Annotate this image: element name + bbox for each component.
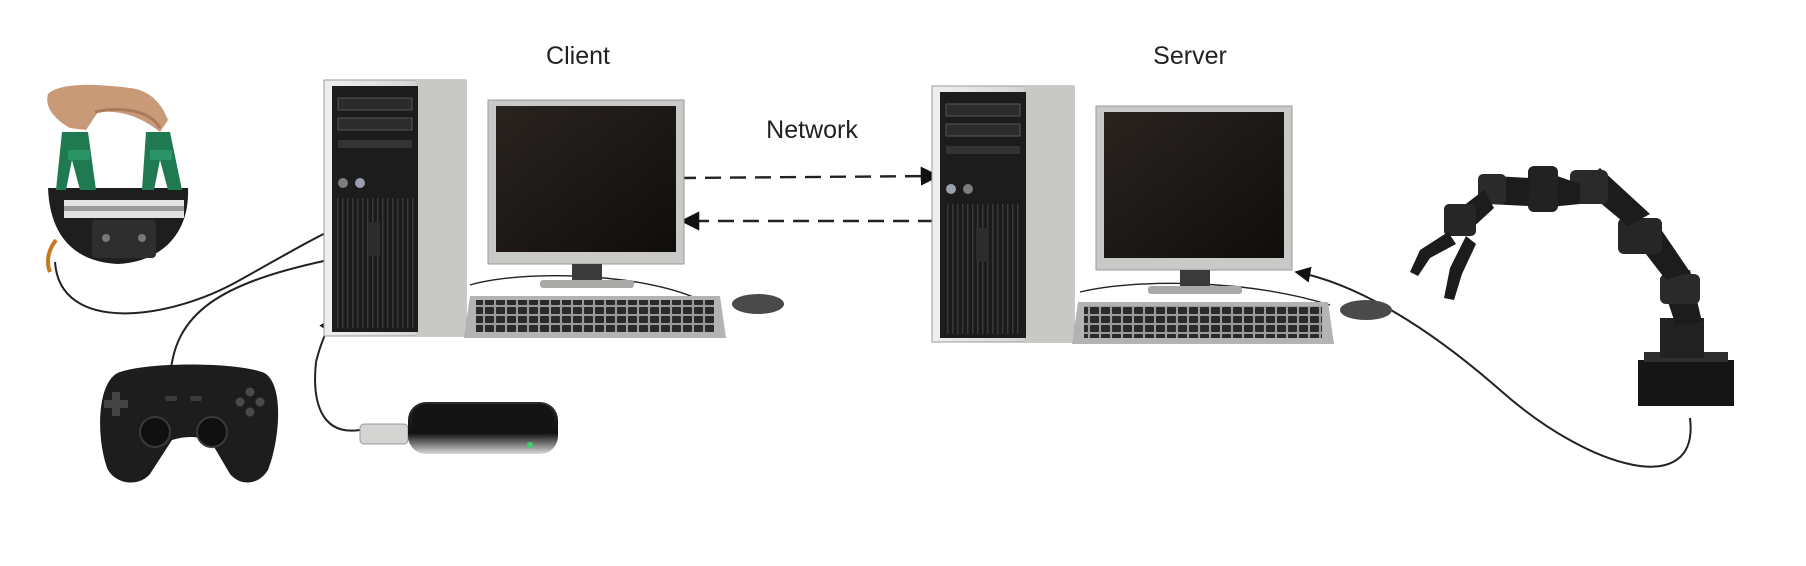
right-thumbstick (196, 416, 228, 448)
robot-gripper-jaw (1410, 232, 1456, 276)
client-computer: Client (323, 42, 784, 338)
gamepad-cable (169, 257, 339, 383)
servo-wire (46, 238, 58, 273)
mouse-icon (732, 294, 784, 314)
keyboard-icon (1072, 302, 1334, 344)
left-thumbstick (139, 416, 171, 448)
keyboard-icon (464, 296, 726, 338)
monitor-icon (487, 99, 685, 288)
action-buttons (245, 387, 255, 397)
robot-arm-cable (1294, 266, 1692, 468)
gamepad-icon (100, 364, 279, 483)
gripper-jaw-right (142, 132, 182, 190)
gripper-jaw-left (56, 132, 96, 190)
robot-base (1638, 360, 1734, 406)
network-arrow-client-to-server (679, 166, 940, 186)
network-label: Network (766, 116, 858, 144)
server-label: Server (1153, 42, 1227, 70)
computer-tower-icon (931, 85, 1075, 343)
server-computer: Server (931, 42, 1392, 344)
cables (54, 231, 1692, 468)
gripper-device-icon (46, 84, 189, 273)
servo-body (92, 220, 156, 258)
client-label: Client (546, 42, 610, 70)
mouse-icon (1340, 300, 1392, 320)
robot-arm-icon (1410, 166, 1734, 406)
computer-tower-icon (323, 79, 467, 337)
monitor-icon (1095, 105, 1293, 294)
gripper-cable (54, 231, 329, 315)
network-links (679, 166, 940, 231)
leap-motion-sensor-icon (359, 402, 558, 454)
